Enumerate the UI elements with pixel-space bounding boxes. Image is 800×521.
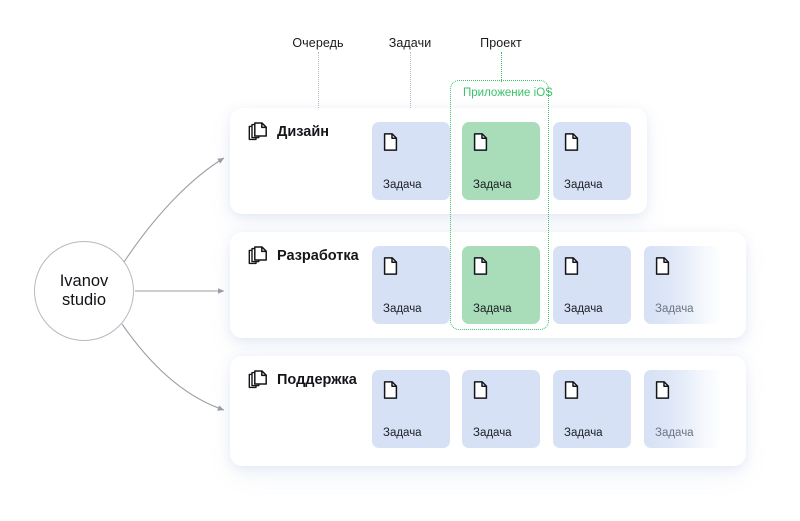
org-node-line1: Ivanov [59,272,109,290]
task-card[interactable]: Задача [644,370,722,448]
stack-pages-icon [248,246,267,265]
document-icon [655,257,670,275]
task-card[interactable]: Задача [462,122,540,200]
row-header-1[interactable]: Дизайн [248,122,329,142]
project-group-label: Приложение iOS [463,87,553,99]
project-group-box[interactable]: Приложение iOS [450,80,553,330]
column-label-2: Задачи [388,36,432,50]
row-title: Поддержка [277,372,357,388]
document-icon [473,257,488,275]
task-card[interactable]: Задача [553,246,631,324]
column-guide-1 [318,52,319,110]
task-card[interactable]: Задача [372,246,450,324]
task-card-label: Задача [383,303,422,315]
column-guide-2 [410,52,411,110]
task-card[interactable]: Задача [553,370,631,448]
row-title: Разработка [277,248,359,264]
row-header-2[interactable]: Разработка [248,246,359,266]
org-node-circle[interactable]: Ivanov studio [34,241,134,341]
task-card[interactable]: Задача [644,246,722,324]
task-card-label: Задача [383,427,422,439]
task-card-label: Задача [564,179,603,191]
task-card[interactable]: Задача [372,370,450,448]
task-card-label: Задача [473,303,512,315]
column-label-3: Проект [480,36,522,50]
org-node-label: Ivanov studio [60,272,109,310]
task-card[interactable]: Задача [372,122,450,200]
document-icon [564,381,579,399]
document-icon [383,257,398,275]
arrow-to-support [121,323,225,411]
arrow-to-design [123,157,225,263]
document-icon [383,381,398,399]
task-card-label: Задача [473,427,512,439]
task-card-label: Задача [655,427,694,439]
task-card[interactable]: Задача [553,122,631,200]
task-card-label: Задача [655,303,694,315]
task-card-label: Задача [383,179,422,191]
document-icon [383,133,398,151]
task-card-label: Задача [473,179,512,191]
document-icon [655,381,670,399]
row-title: Дизайн [277,124,329,140]
task-card-label: Задача [564,303,603,315]
task-card[interactable]: Задача [462,370,540,448]
task-card[interactable]: Задача [462,246,540,324]
stack-pages-icon [248,122,267,141]
document-icon [473,381,488,399]
document-icon [473,133,488,151]
row-header-3[interactable]: Поддержка [248,370,357,390]
task-card-label: Задача [564,427,603,439]
column-guide-3 [501,52,502,82]
column-label-1: Очередь [292,36,344,50]
document-icon [564,133,579,151]
stack-pages-icon [248,370,267,389]
document-icon [564,257,579,275]
org-node-line2: studio [61,291,107,309]
